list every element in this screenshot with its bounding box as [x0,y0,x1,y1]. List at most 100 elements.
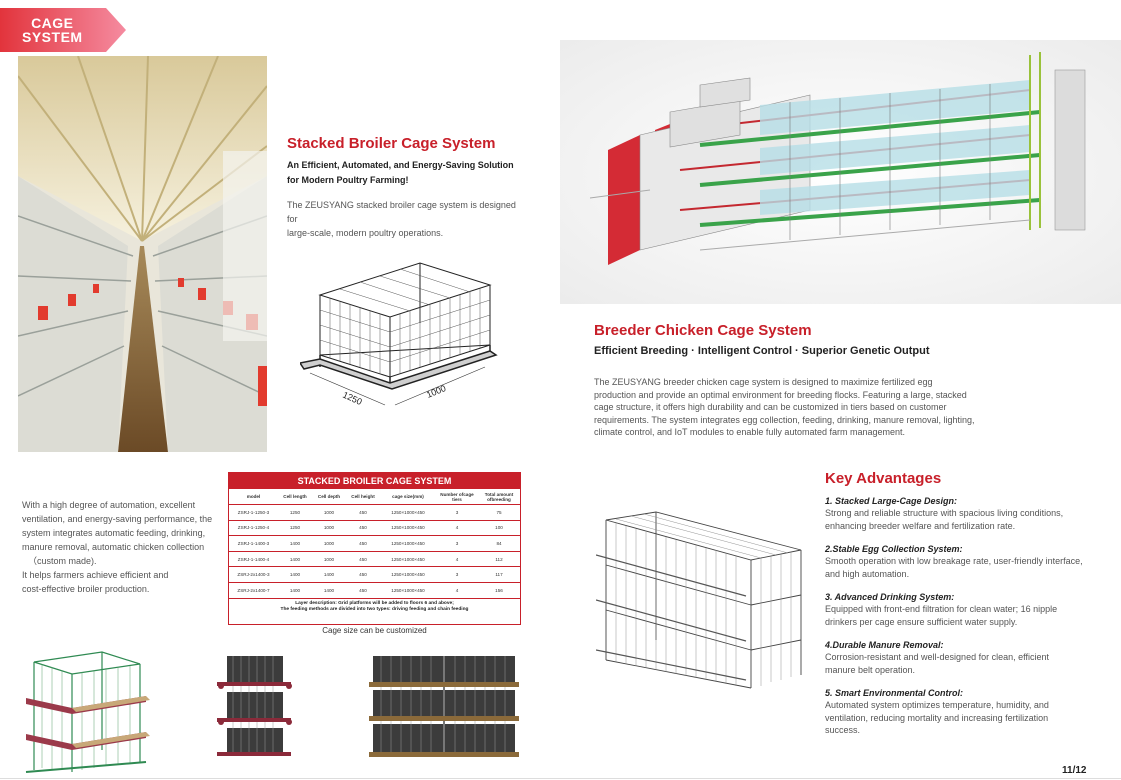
breeder-desc-line: production and provide an optimal enviro… [594,389,967,400]
table-caption: Cage size can be customized [322,626,427,635]
table-cell: 450 [346,535,380,552]
table-cell: 4 [436,551,478,568]
table-cell: 1400 [278,566,312,584]
broiler-subtitle: An Efficient, Automated, and Energy-Savi… [287,158,517,188]
table-cell: 112 [478,551,520,568]
advantage-body-line: Automated system optimizes temperature, … [825,700,1049,710]
table-cell: 84 [478,535,520,552]
table-header-row: model Cell length Cell depth Cell height… [229,489,520,506]
table-cell: ZSRJ-1-1400-4 [229,551,278,568]
table-cell: 117 [478,566,520,584]
table-cell: 1250×1000×450 [380,535,436,552]
section-badge: CAGE SYSTEM [0,8,126,52]
table-header: Total amount ofbreeding [478,489,520,506]
advantage-item: 4.Durable Manure Removal: Corrosion-resi… [825,639,1101,676]
spec-table-title: STACKED BROILER CAGE SYSTEM [229,473,520,489]
advantage-body-line: and high automation. [825,568,910,579]
table-cell: 1000 [312,504,346,521]
breeder-desc-line: cage structure, it offers high durabilit… [594,402,947,412]
table-cell: 3 [436,504,478,521]
table-cell: 450 [346,566,380,584]
advantage-body-line: enhancing breeder welfare and fertilizat… [825,520,1016,531]
broiler-desc-line2: large-scale, modern poultry operations. [287,228,444,238]
spec-table-grid: model Cell length Cell depth Cell height… [229,489,520,599]
advantage-body-line: Smooth operation with low breakage rate,… [825,556,1083,566]
advantage-body-line: success. [825,725,861,735]
table-cell: 1000 [312,520,346,537]
features-line: cost-effective broiler production. [22,584,150,594]
table-cell: 450 [346,582,380,599]
table-cell: 3 [436,535,478,552]
broiler-title: Stacked Broiler Cage System [287,135,496,152]
broiler-features-text: With a high degree of automation, excell… [22,498,218,596]
advantage-body-line: Strong and reliable structure with spaci… [825,508,1064,518]
broiler-subtitle-line1: An Efficient, Automated, and Energy-Savi… [287,160,514,170]
advantage-body-line: ventilation, reducing mortality and incr… [825,712,1049,723]
table-cell: 75 [478,504,520,521]
advantage-heading: 3. Advanced Drinking System: [825,592,955,602]
features-line: system integrates automatic feeding, dri… [22,528,206,538]
table-cell: 1250×1000×450 [380,551,436,568]
footer-divider [0,778,1121,779]
table-cell: 450 [346,520,380,537]
cage-illustration-green [22,650,150,775]
table-cell: 1400 [278,582,312,599]
badge-label: CAGE SYSTEM [22,16,83,44]
advantage-heading: 1. Stacked Large-Cage Design: [825,496,958,506]
advantage-item: 1. Stacked Large-Cage Design: Strong and… [825,495,1101,532]
table-cell: 1250 [278,504,312,521]
table-header: Cell height [346,489,380,506]
table-cell: 1250 [278,520,312,537]
features-line: It helps farmers achieve efficient and [22,570,169,580]
table-cell: ZSRJ-1-1250-3 [229,504,278,521]
advantage-item: 5. Smart Environmental Control: Automate… [825,687,1101,737]
table-cell: 156 [478,582,520,599]
table-note-line2: The feeding methods are divided into two… [280,606,469,612]
table-cell: 4 [436,582,478,599]
table-header: Cell length [278,489,312,506]
badge-line1: CAGE [31,15,74,31]
table-cell: 1400 [312,566,346,584]
cage-illustration-front [367,652,521,762]
table-note-line1: Layer description: Grid platforms will b… [295,600,454,606]
table-cell: ZSRJ-2x1400-7 [229,582,278,599]
table-header: model [229,489,278,506]
table-cell: 1400 [278,551,312,568]
advantage-heading: 2.Stable Egg Collection System: [825,544,963,554]
table-header: Number ofcage tiers [436,489,478,506]
broiler-description: The ZEUSYANG stacked broiler cage system… [287,198,527,240]
advantage-body-line: Equipped with front-end filtration for c… [825,604,1058,614]
advantage-item: 2.Stable Egg Collection System: Smooth o… [825,543,1101,580]
dimension-b: 1000 [425,383,447,400]
page-number: 11/12 [1062,765,1087,776]
features-line: manure removal, automatic chicken collec… [22,542,205,552]
key-advantages-title: Key Advantages [825,470,942,487]
table-cell: 1250×1000×450 [380,520,436,537]
table-cell: 1000 [312,535,346,552]
advantage-body-line: drinkers per cage ensure sufficient wate… [825,616,1018,627]
features-line: ventilation, and energy-saving performan… [22,514,213,524]
spec-table: STACKED BROILER CAGE SYSTEM model Cell l… [228,472,521,625]
badge-line2: SYSTEM [22,29,83,45]
features-line: With a high degree of automation, excell… [22,500,196,510]
breeder-title: Breeder Chicken Cage System [594,322,812,339]
breeder-description: The ZEUSYANG breeder chicken cage system… [594,376,994,439]
broiler-desc-line1: The ZEUSYANG stacked broiler cage system… [287,200,516,224]
table-header: Cell depth [312,489,346,506]
breeder-cage-drawing [595,510,808,690]
breeder-system-3d-render [560,40,1121,304]
table-cell: 100 [478,520,520,537]
table-cell: 450 [346,504,380,521]
breeder-desc-line: requirements. The system integrates egg … [594,414,975,425]
table-cell: 1400 [312,582,346,599]
table-cell: 1250×1000×450 [380,582,436,599]
dimension-a: 1250 [341,390,363,407]
advantage-heading: 4.Durable Manure Removal: [825,640,944,650]
breeder-desc-line: climate control, and IoT modules to enab… [594,427,906,437]
table-cell: ZSRJ-2x1400-3 [229,566,278,584]
advantage-body-line: Corrosion-resistant and well-designed fo… [825,652,1049,662]
